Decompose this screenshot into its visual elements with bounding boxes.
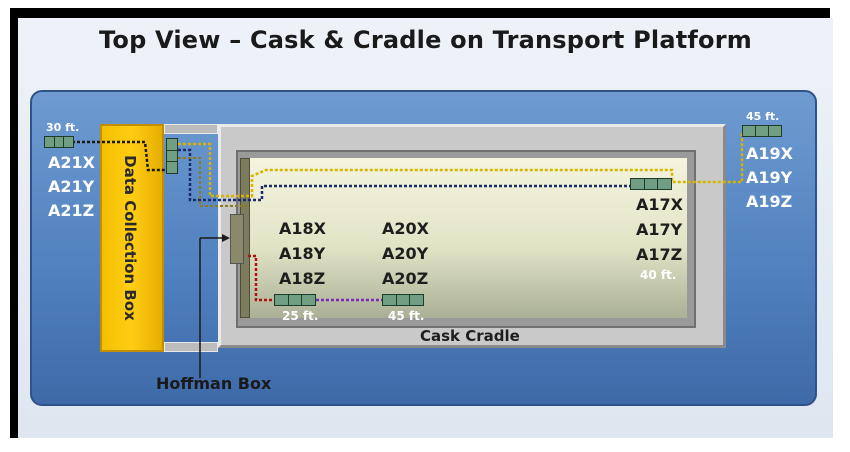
sensor-a21 [44,136,74,148]
a21-distance: 30 ft. [46,121,80,134]
a21y-label: A21Y [48,177,95,196]
a19y-label: A19Y [746,168,793,187]
a18z-label: A18Z [279,269,326,288]
a18-distance: 25 ft. [282,309,319,323]
lower-connector-bar [164,342,218,352]
a19-labels: A19X A19Y A19Z [746,142,793,214]
a21z-label: A21Z [48,201,95,220]
a17-distance: 40 ft. [640,268,677,282]
a19-distance: 45 ft. [746,110,780,123]
a20z-label: A20Z [382,269,429,288]
a17x-label: A17X [636,195,683,214]
diagram-title: Top View – Cask & Cradle on Transport Pl… [99,26,752,54]
wire-a19-yellow [178,132,744,198]
hoffman-arrow-head [222,234,230,242]
a20-distance: 45 ft. [388,309,425,323]
sensor-a17 [630,178,672,190]
wire-a18-red [248,254,276,302]
a17y-label: A17Y [636,220,683,239]
a17-labels: A17X A17Y A17Z [636,192,683,267]
sensor-a18 [274,294,316,306]
a18y-label: A18Y [279,244,326,263]
hoffman-box [230,214,244,264]
hoffman-box-label: Hoffman Box [156,374,272,393]
sensor-a19 [742,125,782,137]
wire-olive [178,157,248,207]
wire-a21 [72,140,172,172]
a20-labels: A20X A20Y A20Z [382,216,429,291]
a17z-label: A17Z [636,245,683,264]
a21-labels: A21X A21Y A21Z [48,151,95,223]
a18x-label: A18X [279,219,326,238]
upper-connector-bar [164,124,218,134]
cask-cradle-label: Cask Cradle [420,327,520,345]
sensor-hub [166,138,178,174]
a21x-label: A21X [48,153,95,172]
cask-body [245,158,687,318]
a20x-label: A20X [382,219,429,238]
a19z-label: A19Z [746,192,793,211]
a19x-label: A19X [746,144,793,163]
sensor-a20 [382,294,424,306]
a18-labels: A18X A18Y A18Z [279,216,326,291]
data-collection-box [100,124,164,352]
a20y-label: A20Y [382,244,429,263]
wire-a17-navy [178,148,640,202]
